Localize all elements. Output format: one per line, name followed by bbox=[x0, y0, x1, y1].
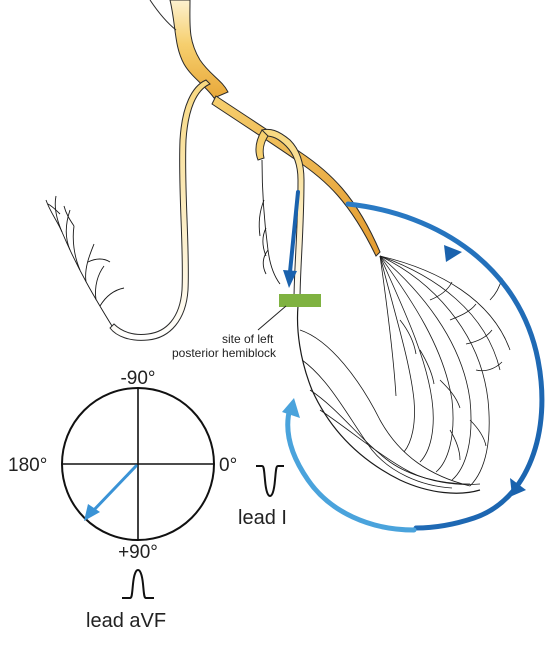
descending-arrowhead bbox=[283, 270, 297, 288]
annotation-line-2: posterior hemiblock bbox=[172, 346, 277, 360]
activation-arrows bbox=[282, 190, 545, 533]
lead-avf-label: lead aVF bbox=[86, 610, 166, 632]
right-bundle-branch bbox=[109, 79, 211, 341]
lead-i-group: lead I bbox=[238, 465, 287, 529]
left-arc-arrowhead bbox=[282, 398, 300, 418]
posterior-fiber-trunk bbox=[296, 305, 481, 494]
axis-label-right: 0° bbox=[219, 455, 237, 476]
qrs-axis-arrowhead bbox=[84, 504, 100, 521]
annotation-line-1: site of left bbox=[222, 332, 274, 346]
qrs-axis-vector bbox=[90, 464, 138, 514]
descending-arrow bbox=[288, 190, 300, 274]
axis-label-left: 180° bbox=[8, 455, 47, 476]
anterior-fork bbox=[255, 129, 269, 161]
left-purkinje-fibers bbox=[299, 255, 511, 489]
lead-i-waveform bbox=[256, 465, 284, 498]
arc-arrowhead-top bbox=[444, 245, 462, 262]
axis-circle-group: -90° 180° 0° +90° bbox=[8, 368, 237, 563]
lead-avf-group: lead aVF bbox=[86, 568, 166, 632]
hemiblock-marker bbox=[279, 294, 321, 307]
axis-label-top: -90° bbox=[120, 368, 155, 389]
conduction-system bbox=[45, 0, 511, 494]
his-twig bbox=[149, 0, 177, 31]
right-activation-arc bbox=[345, 201, 545, 531]
axis-label-bottom: +90° bbox=[118, 542, 158, 563]
anterior-twigs bbox=[258, 159, 281, 285]
his-bundle bbox=[169, 0, 229, 99]
right-purkinje-fibers bbox=[45, 195, 125, 327]
annotation-leader bbox=[257, 305, 287, 331]
lead-avf-waveform bbox=[122, 568, 154, 599]
lead-i-label: lead I bbox=[238, 507, 287, 529]
arc-arrowhead-bottom bbox=[510, 478, 526, 496]
left-activation-arc bbox=[285, 405, 417, 533]
